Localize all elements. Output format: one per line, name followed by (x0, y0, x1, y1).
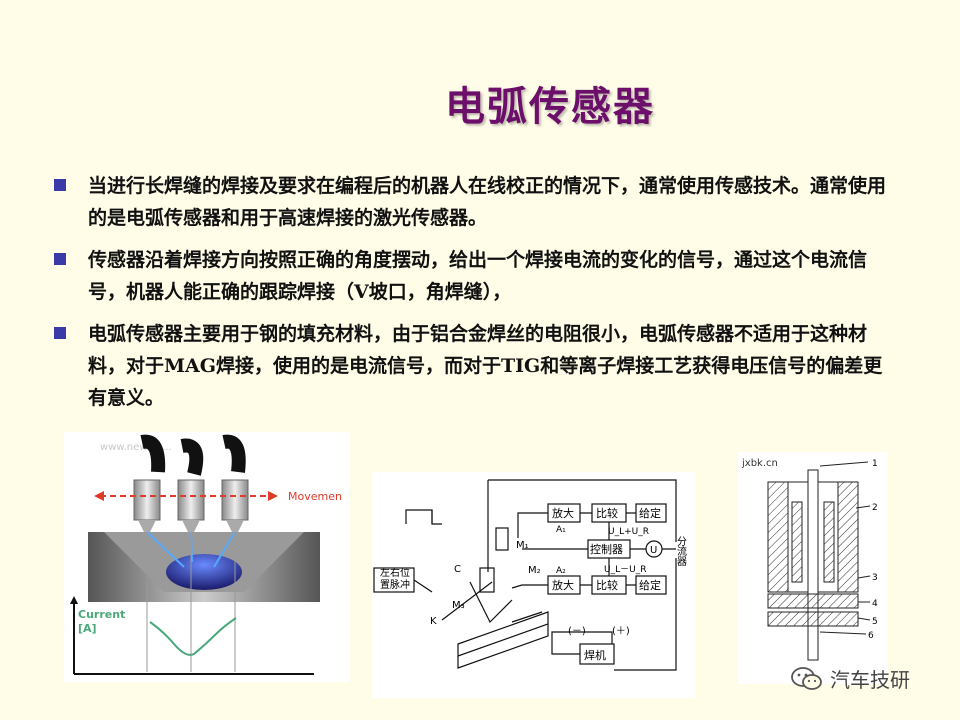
part-1-label: 1 (872, 459, 878, 469)
torch-center (177, 438, 205, 563)
controller-label: 控制器 (590, 542, 623, 556)
k-label: K (430, 616, 437, 627)
bullet-item-3: 电弧传感器主要用于钢的填充材料，由于铝合金焊丝的电阻很小，电弧传感器不适用于这种… (50, 318, 900, 414)
bullet-text: 传感器沿着焊接方向按照正确的角度摆动，给出一个焊接电流的变化的信号，通过这个电流… (88, 249, 868, 303)
cross-section-diagram: jxbk.cn 1 2 3 4 5 6 (741, 458, 878, 661)
part-3-label: 3 (872, 573, 878, 583)
amp1-label: 放大 (552, 506, 574, 520)
plus-label: (＋) (612, 626, 630, 637)
current-curve (149, 617, 237, 656)
movement-arrow-left-head (94, 491, 104, 501)
bullet-marker (54, 179, 66, 191)
diff-label: U_L－U_R (604, 565, 646, 575)
bullet-item-2: 传感器沿着焊接方向按照正确的角度摆动，给出一个焊接电流的变化的信号，通过这个电流… (50, 244, 900, 308)
sum-label: U_L+U_R (608, 527, 649, 537)
compare1-label: 比较 (596, 506, 618, 520)
movement-arrow-right-head (268, 491, 278, 501)
minus-label: (－) (568, 626, 586, 637)
voltmeter-label: U (650, 545, 657, 556)
bullet-marker (54, 253, 66, 265)
weld-pool (166, 554, 242, 590)
pulse-label: 左右位置脉冲 (380, 568, 410, 591)
current-label: Current (78, 608, 125, 621)
unit-label: [A] (78, 622, 97, 635)
bullet-item-1: 当进行长焊缝的焊接及要求在编程后的机器人在线校正的情况下，通常使用传感技术。通常… (50, 170, 900, 234)
part-4-label: 4 (872, 599, 878, 609)
y-axis-arrow (70, 596, 78, 604)
setpoint1-label: 给定 (639, 506, 661, 520)
chat-bubble-icon (791, 666, 822, 690)
shunt-label: 分流器 (675, 536, 687, 567)
part-5-label: 5 (872, 617, 878, 627)
brand-name: 汽车技研 (830, 668, 910, 692)
part-2-label: 2 (872, 503, 878, 513)
bullet-text: 当进行长焊缝的焊接及要求在编程后的机器人在线校正的情况下，通常使用传感技术。通常… (88, 175, 887, 229)
movement-label: Movemen (288, 490, 342, 503)
arc-sensor-weave-figure: www.newMa... Movemen (64, 432, 350, 682)
figure-watermark: www.newMa... (100, 442, 172, 453)
control-diagram: 放大 比较 给定 A₁ U_L+U_R 控制器 U 分流器 U_L－U_R A₂… (373, 479, 687, 671)
bullet-marker (54, 327, 66, 339)
torch-left (133, 434, 185, 568)
bullet-text: 电弧传感器主要用于钢的填充材料，由于铝合金焊丝的电阻很小，电弧传感器不适用于这种… (88, 323, 883, 409)
m3-label: M₃ (452, 600, 465, 611)
m1-label: M₁ (516, 540, 529, 551)
torch-right (213, 434, 249, 568)
slide-title: 电弧传感器 (445, 84, 655, 130)
arc-sensor-control-diagram: 放大 比较 给定 A₁ U_L+U_R 控制器 U 分流器 U_L－U_R A₂… (372, 472, 696, 698)
compare2-label: 比较 (596, 578, 618, 592)
part-6-label: 6 (868, 631, 874, 641)
figure-watermark: jxbk.cn (741, 458, 778, 469)
a2-label: A₂ (556, 566, 566, 576)
m2-label: M₂ (528, 565, 541, 576)
weave-diagram: www.newMa... Movemen (70, 434, 342, 675)
c-label: C (454, 564, 461, 575)
brand-watermark: 汽车技研 (790, 664, 910, 693)
a1-label: A₁ (556, 525, 566, 535)
welder-label: 焊机 (584, 648, 606, 662)
setpoint2-label: 给定 (639, 578, 661, 592)
amp2-label: 放大 (552, 578, 574, 592)
bullet-list: 当进行长焊缝的焊接及要求在编程后的机器人在线校正的情况下，通常使用传感技术。通常… (50, 170, 900, 424)
sensor-cross-section-figure: jxbk.cn 1 2 3 4 5 6 (738, 452, 888, 684)
